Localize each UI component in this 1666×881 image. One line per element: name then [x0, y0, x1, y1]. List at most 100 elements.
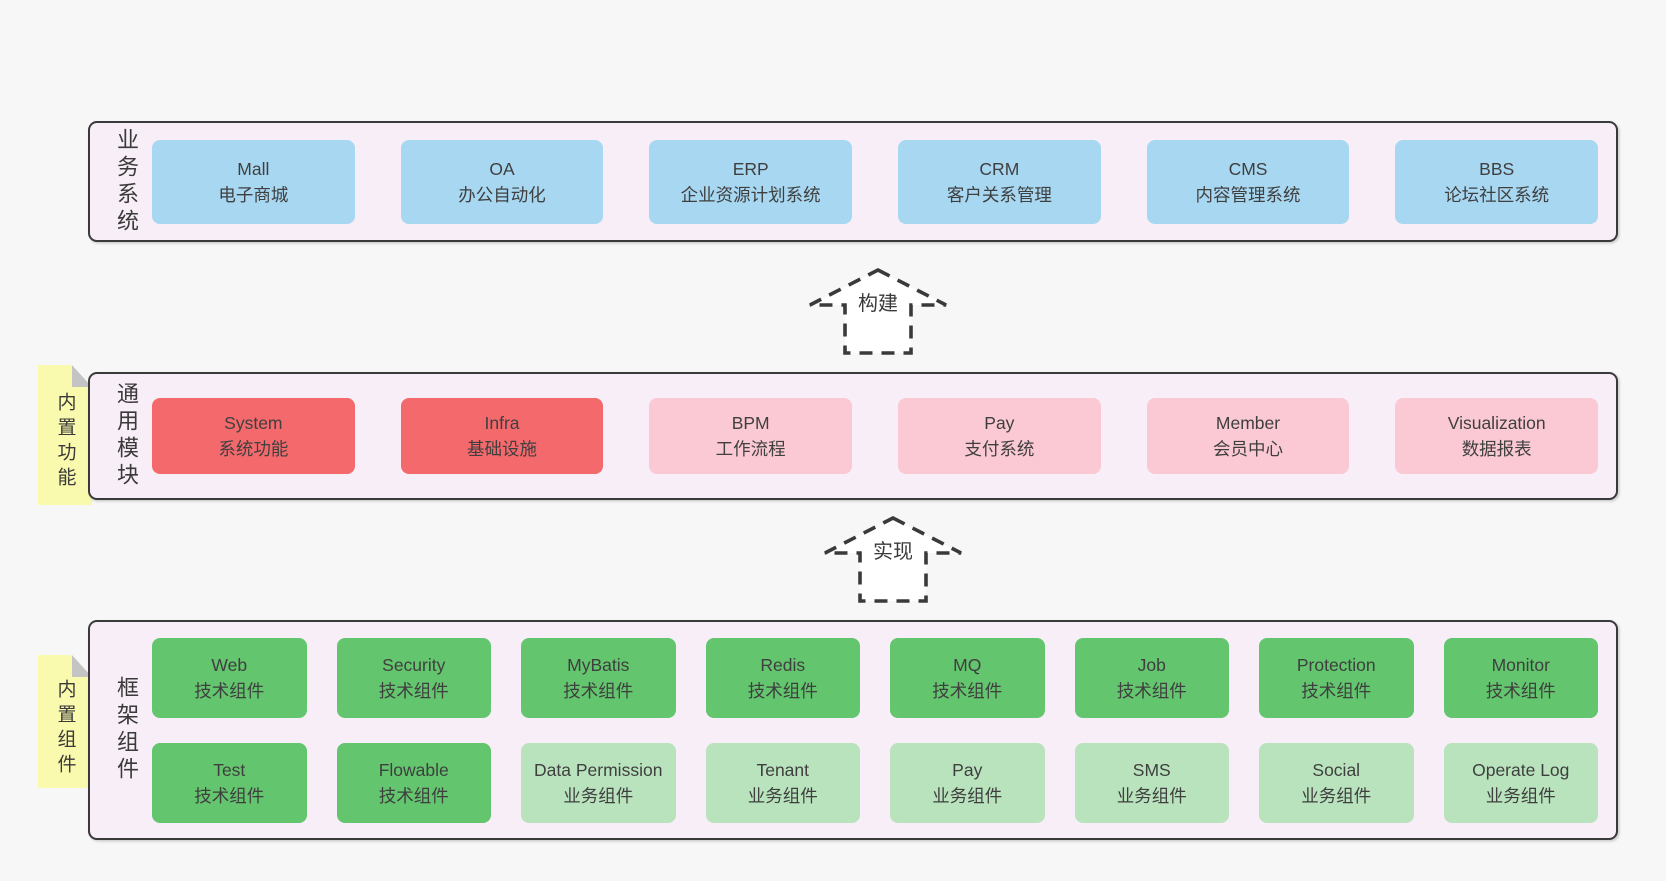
- box-subtitle: 企业资源计划系统: [680, 184, 821, 205]
- module-box-row: System 系统功能 Infra 基础设施 BPM 工作流程 Pay 支付系统…: [152, 398, 1599, 474]
- box-title: OA: [489, 158, 515, 179]
- box-title: Flowable: [378, 759, 449, 780]
- box-subtitle: 工作流程: [715, 439, 786, 459]
- box-subtitle: 技术组件: [378, 785, 449, 806]
- box-title: MyBatis: [567, 654, 630, 675]
- box-subtitle: 业务组件: [1485, 785, 1556, 806]
- box-title: Test: [213, 759, 246, 780]
- box-member: Member 会员中心: [1146, 398, 1350, 474]
- box-title: Operate Log: [1472, 759, 1570, 780]
- implement-arrow-label: 实现: [873, 540, 913, 563]
- box-subtitle: 数据报表: [1461, 439, 1532, 459]
- box-subtitle: 支付系统: [964, 439, 1035, 459]
- box-subtitle: 系统功能: [218, 439, 289, 459]
- box-title: MQ: [953, 654, 982, 675]
- box-sms: SMS 业务组件: [1074, 742, 1229, 823]
- box-title: Monitor: [1491, 654, 1550, 675]
- box-subtitle: 基础设施: [467, 439, 537, 459]
- box-title: Social: [1312, 759, 1361, 780]
- panel-label-column: 框架组件: [100, 622, 152, 838]
- panel-label-column: 通用模块: [100, 374, 152, 498]
- box-title: CMS: [1228, 158, 1268, 179]
- business-box-row: Mall 电子商城 OA 办公自动化 ERP 企业资源计划系统 CRM 客户关系…: [152, 139, 1599, 224]
- box-security: Security 技术组件: [336, 637, 491, 718]
- box-erp: ERP 企业资源计划系统: [649, 139, 853, 224]
- sticky-note-builtin-components: 内置组件: [38, 655, 92, 788]
- box-title: Web: [211, 654, 248, 675]
- box-subtitle: 技术组件: [1485, 680, 1556, 701]
- build-arrow-label: 构建: [858, 292, 898, 315]
- panel-title-modules: 通用模块: [114, 382, 139, 490]
- box-subtitle: 技术组件: [1116, 680, 1187, 701]
- framework-row-2: Test 技术组件 Flowable 技术组件 Data Permission …: [152, 742, 1598, 823]
- box-redis: Redis 技术组件: [705, 637, 860, 718]
- box-subtitle: 业务组件: [932, 785, 1003, 806]
- panel-common-modules: 通用模块 System 系统功能 Infra 基础设施 BPM 工作流程 Pay…: [88, 372, 1618, 500]
- box-visualization: Visualization 数据报表: [1395, 398, 1599, 474]
- box-title: Job: [1137, 654, 1166, 675]
- sticky-label: 内置功能: [54, 392, 76, 492]
- box-subtitle: 技术组件: [194, 785, 265, 806]
- box-title: Tenant: [756, 759, 810, 780]
- box-pay-module: Pay 支付系统: [898, 398, 1101, 474]
- box-social: Social 业务组件: [1259, 742, 1414, 823]
- panel-framework-components: 框架组件 Web 技术组件 Security 技术组件 MyBatis 技术组件…: [88, 620, 1618, 840]
- box-job: Job 技术组件: [1074, 637, 1229, 718]
- box-tenant: Tenant 业务组件: [705, 742, 860, 823]
- box-subtitle: 技术组件: [1301, 680, 1372, 701]
- box-title: Visualization: [1447, 413, 1546, 433]
- box-protection: Protection 技术组件: [1259, 637, 1414, 718]
- build-arrow-icon: 构建: [809, 267, 947, 355]
- box-bbs: BBS 论坛社区系统: [1395, 139, 1599, 224]
- box-title: System: [224, 413, 283, 433]
- box-subtitle: 业务组件: [1301, 785, 1372, 806]
- box-subtitle: 业务组件: [563, 785, 634, 806]
- box-title: Mall: [237, 158, 270, 179]
- sticky-note-builtin-features: 内置功能: [38, 365, 92, 505]
- box-monitor: Monitor 技术组件: [1443, 637, 1598, 718]
- box-title: SMS: [1132, 759, 1171, 780]
- box-system: System 系统功能: [152, 398, 355, 474]
- box-flowable: Flowable 技术组件: [336, 742, 491, 823]
- box-subtitle: 办公自动化: [458, 184, 546, 205]
- box-mall: Mall 电子商城: [152, 139, 355, 224]
- box-subtitle: 技术组件: [378, 680, 449, 701]
- box-mq: MQ 技术组件: [890, 637, 1045, 718]
- box-web: Web 技术组件: [152, 637, 307, 718]
- box-title: Protection: [1296, 654, 1376, 675]
- box-title: BPM: [731, 413, 770, 433]
- framework-box-grid: Web 技术组件 Security 技术组件 MyBatis 技术组件 Redi…: [152, 637, 1598, 823]
- box-title: Pay: [984, 413, 1015, 433]
- box-subtitle: 论坛社区系统: [1444, 184, 1550, 205]
- box-subtitle: 会员中心: [1213, 439, 1284, 459]
- box-subtitle: 业务组件: [1116, 785, 1187, 806]
- box-title: Pay: [952, 759, 983, 780]
- box-data-permission: Data Permission 业务组件: [521, 742, 676, 823]
- box-crm: CRM 客户关系管理: [898, 139, 1101, 224]
- panel-label-column: 业务系统: [100, 123, 152, 240]
- box-title: Infra: [484, 413, 520, 433]
- panel-title-business: 业务系统: [114, 127, 139, 236]
- panel-title-framework: 框架组件: [114, 676, 139, 784]
- box-cms: CMS 内容管理系统: [1146, 139, 1350, 224]
- box-subtitle: 电子商城: [218, 184, 289, 205]
- box-title: ERP: [732, 158, 769, 179]
- box-infra: Infra 基础设施: [400, 398, 604, 474]
- box-subtitle: 技术组件: [747, 680, 818, 701]
- sticky-label: 内置组件: [54, 678, 76, 779]
- box-title: BBS: [1479, 158, 1515, 179]
- box-title: Data Permission: [534, 759, 663, 780]
- box-subtitle: 技术组件: [194, 680, 265, 701]
- box-title: Member: [1215, 413, 1281, 433]
- box-title: CRM: [979, 158, 1020, 179]
- box-title: Redis: [760, 654, 806, 675]
- box-bpm: BPM 工作流程: [649, 398, 853, 474]
- box-title: Security: [382, 654, 446, 675]
- box-subtitle: 客户关系管理: [946, 184, 1052, 205]
- box-mybatis: MyBatis 技术组件: [521, 637, 676, 718]
- box-pay-component: Pay 业务组件: [890, 742, 1045, 823]
- box-subtitle: 技术组件: [932, 680, 1003, 701]
- framework-row-1: Web 技术组件 Security 技术组件 MyBatis 技术组件 Redi…: [152, 637, 1598, 718]
- box-oa: OA 办公自动化: [400, 139, 604, 224]
